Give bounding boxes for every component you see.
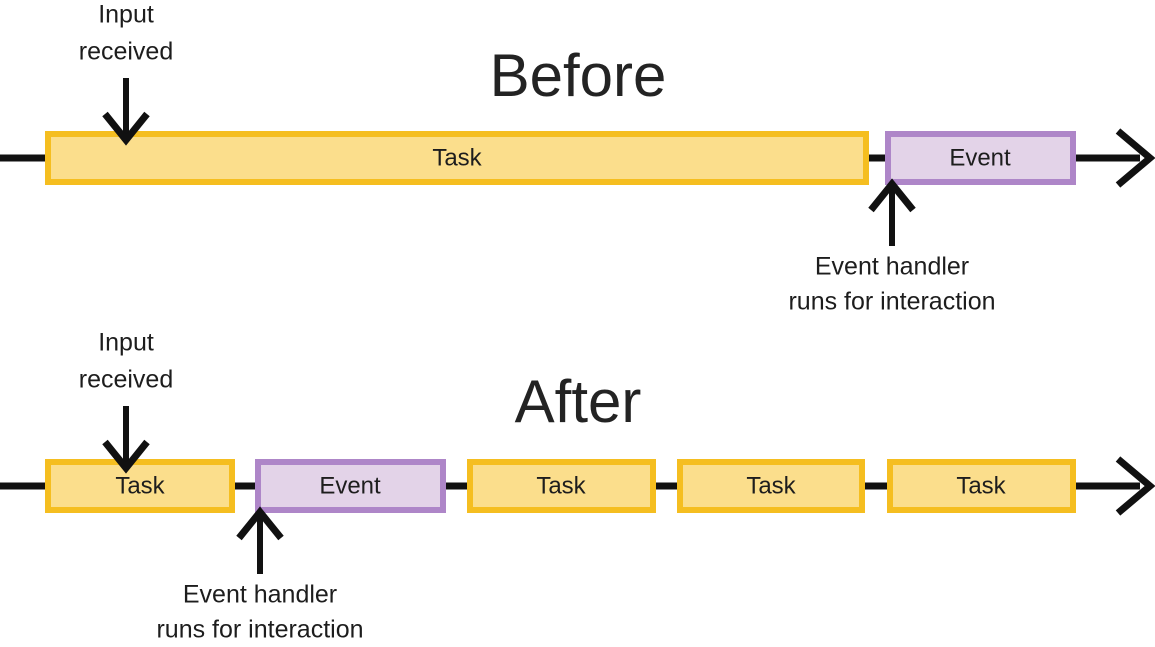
task-box-rect — [887, 459, 1076, 513]
section-before: Before Task Event Input received — [0, 1, 1155, 316]
section-after: After Task Event Task Task — [0, 329, 1155, 644]
timeline-arrow-head-before — [1115, 128, 1155, 188]
annotation-line-1: Event handler — [815, 253, 969, 281]
heading-before: Before — [490, 42, 667, 109]
annotation-input-received-after: Input received — [79, 329, 174, 474]
task-box-label: Task — [432, 144, 482, 171]
annotation-event-handler-after: Event handler runs for interaction — [156, 506, 364, 644]
before-event-block: Event — [885, 131, 1076, 185]
timeline-arrow-head-after — [1115, 456, 1155, 516]
annotation-line-1: Event handler — [183, 581, 337, 609]
task-box-rect — [677, 459, 865, 513]
event-box-rect — [885, 131, 1076, 185]
heading-after: After — [515, 368, 642, 435]
annotation-line-2: runs for interaction — [788, 288, 995, 316]
after-task-block-2: Task — [467, 459, 656, 513]
annotation-line-2: runs for interaction — [156, 616, 363, 644]
annotation-input-received-before: Input received — [79, 1, 174, 146]
before-task-block: Task — [45, 131, 869, 185]
annotation-line-1: Input — [98, 329, 154, 357]
task-box-label: Task — [536, 472, 586, 499]
annotation-event-handler-before: Event handler runs for interaction — [788, 178, 996, 316]
task-box-rect — [467, 459, 656, 513]
task-box-label: Task — [746, 472, 796, 499]
task-box-rect — [45, 131, 869, 185]
event-box-label: Event — [949, 144, 1011, 171]
annotation-line-2: received — [79, 38, 174, 66]
after-task-block-4: Task — [887, 459, 1076, 513]
after-event-block: Event — [255, 459, 446, 513]
annotation-arrow-head-up — [236, 506, 284, 541]
task-box-label: Task — [956, 472, 1006, 499]
task-box-label: Task — [115, 472, 165, 499]
annotation-line-1: Input — [98, 1, 154, 29]
after-task-block-1: Task — [45, 459, 235, 513]
annotation-arrow-head-down — [102, 111, 150, 146]
event-box-label: Event — [319, 472, 381, 499]
task-box-rect — [45, 459, 235, 513]
annotation-arrow-head-up — [868, 178, 916, 213]
after-task-block-3: Task — [677, 459, 865, 513]
annotation-line-2: received — [79, 366, 174, 394]
event-box-rect — [255, 459, 446, 513]
annotation-arrow-head-down — [102, 439, 150, 474]
